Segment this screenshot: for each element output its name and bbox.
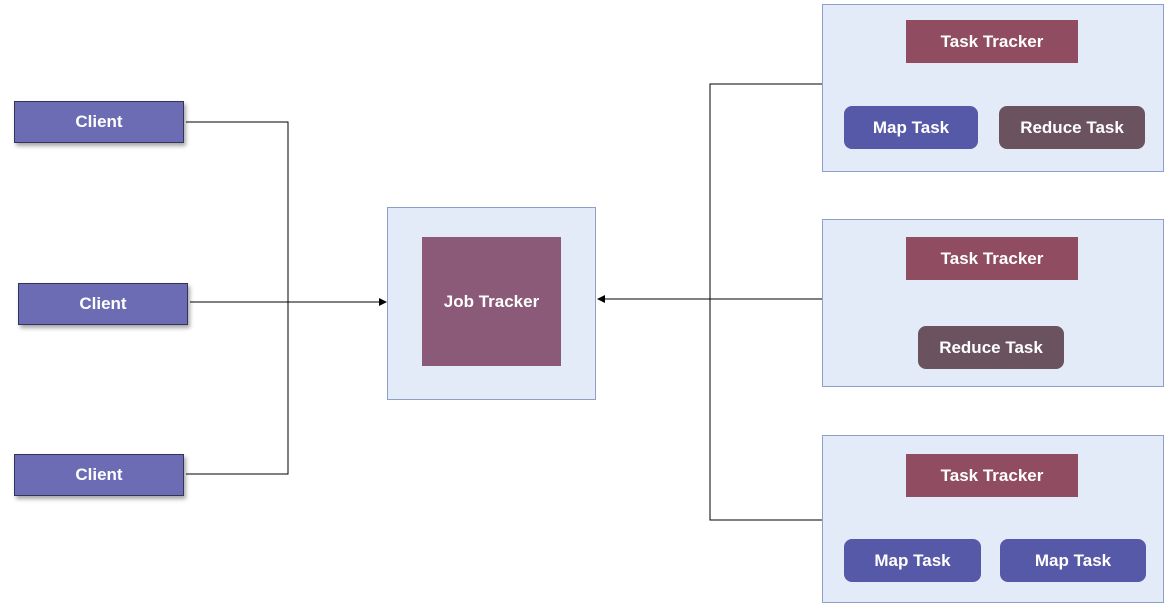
task-tracker-2: Task Tracker (906, 237, 1078, 280)
map-task-3a: Map Task (844, 539, 981, 582)
job-tracker-box: Job Tracker (422, 237, 561, 366)
client-box-3: Client (14, 454, 184, 496)
client-box-1: Client (14, 101, 184, 143)
reduce-task-1: Reduce Task (999, 106, 1145, 149)
node-bus-connector (709, 83, 822, 521)
task-tracker-1: Task Tracker (906, 20, 1078, 63)
reduce-task-2: Reduce Task (918, 326, 1064, 369)
map-task-3b: Map Task (1000, 539, 1146, 582)
map-task-1: Map Task (844, 106, 978, 149)
task-tracker-3: Task Tracker (906, 454, 1078, 497)
client-3-connector (186, 302, 289, 475)
client-1-connector (186, 121, 289, 302)
client-box-2: Client (18, 283, 188, 325)
